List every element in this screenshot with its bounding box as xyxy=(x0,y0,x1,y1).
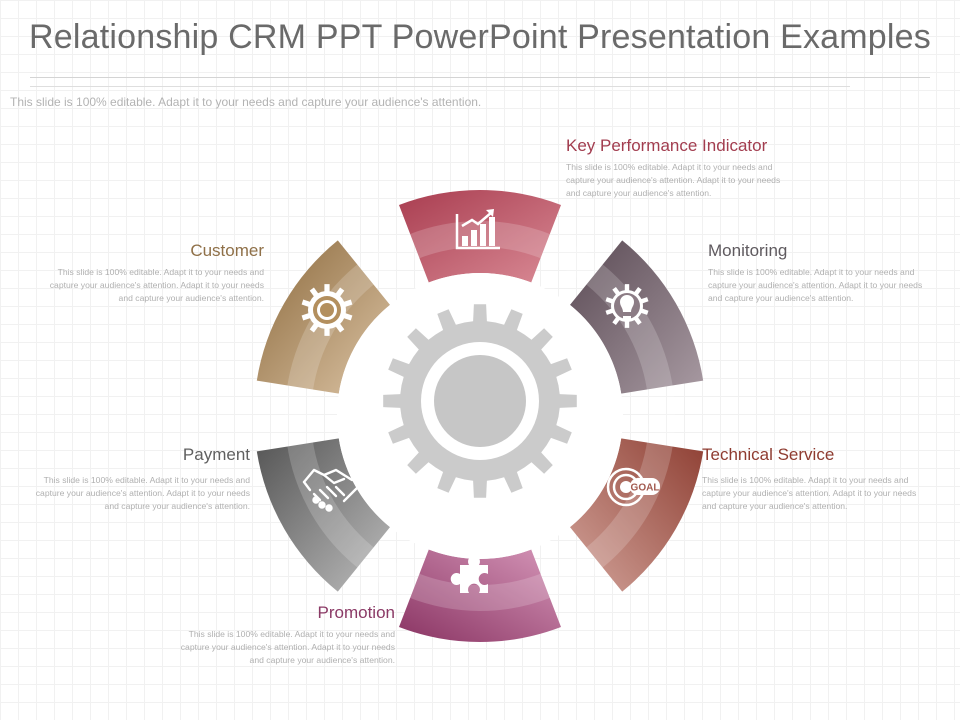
segment-promotion xyxy=(399,549,561,643)
segment-technical-service xyxy=(570,438,704,592)
desc-key-performance-indicator: This slide is 100% editable. Adapt it to… xyxy=(566,162,781,198)
segment-payment xyxy=(256,438,390,592)
label-customer: Customer xyxy=(190,241,264,260)
label-monitoring: Monitoring xyxy=(708,241,788,260)
lightbulb-gear-icon xyxy=(605,284,649,328)
desc-payment: This slide is 100% editable. Adapt it to… xyxy=(35,475,250,511)
gear-icon xyxy=(301,284,353,336)
label-payment: Payment xyxy=(182,445,250,464)
goal-text: GOAL xyxy=(631,483,660,494)
slide-subtitle: This slide is 100% editable. Adapt it to… xyxy=(10,95,482,109)
title-divider xyxy=(30,77,930,78)
label-key-performance-indicator: Key Performance Indicator xyxy=(566,136,768,155)
label-technical-service: Technical Service xyxy=(702,445,835,464)
title-divider-secondary xyxy=(30,86,850,87)
label-promotion: Promotion xyxy=(317,603,395,622)
large-gear-icon xyxy=(383,304,577,498)
bar-chart-icon xyxy=(455,209,500,250)
desc-customer: This slide is 100% editable. Adapt it to… xyxy=(49,267,264,303)
desc-technical-service: This slide is 100% editable. Adapt it to… xyxy=(702,475,917,511)
slide-title: Relationship CRM PPT PowerPoint Presenta… xyxy=(29,18,931,56)
desc-monitoring: This slide is 100% editable. Adapt it to… xyxy=(708,267,923,303)
desc-promotion: This slide is 100% editable. Adapt it to… xyxy=(180,629,395,665)
goal-target-icon: GOAL xyxy=(606,467,660,507)
handshake-icon xyxy=(302,468,360,512)
puzzle-icon xyxy=(450,555,488,593)
